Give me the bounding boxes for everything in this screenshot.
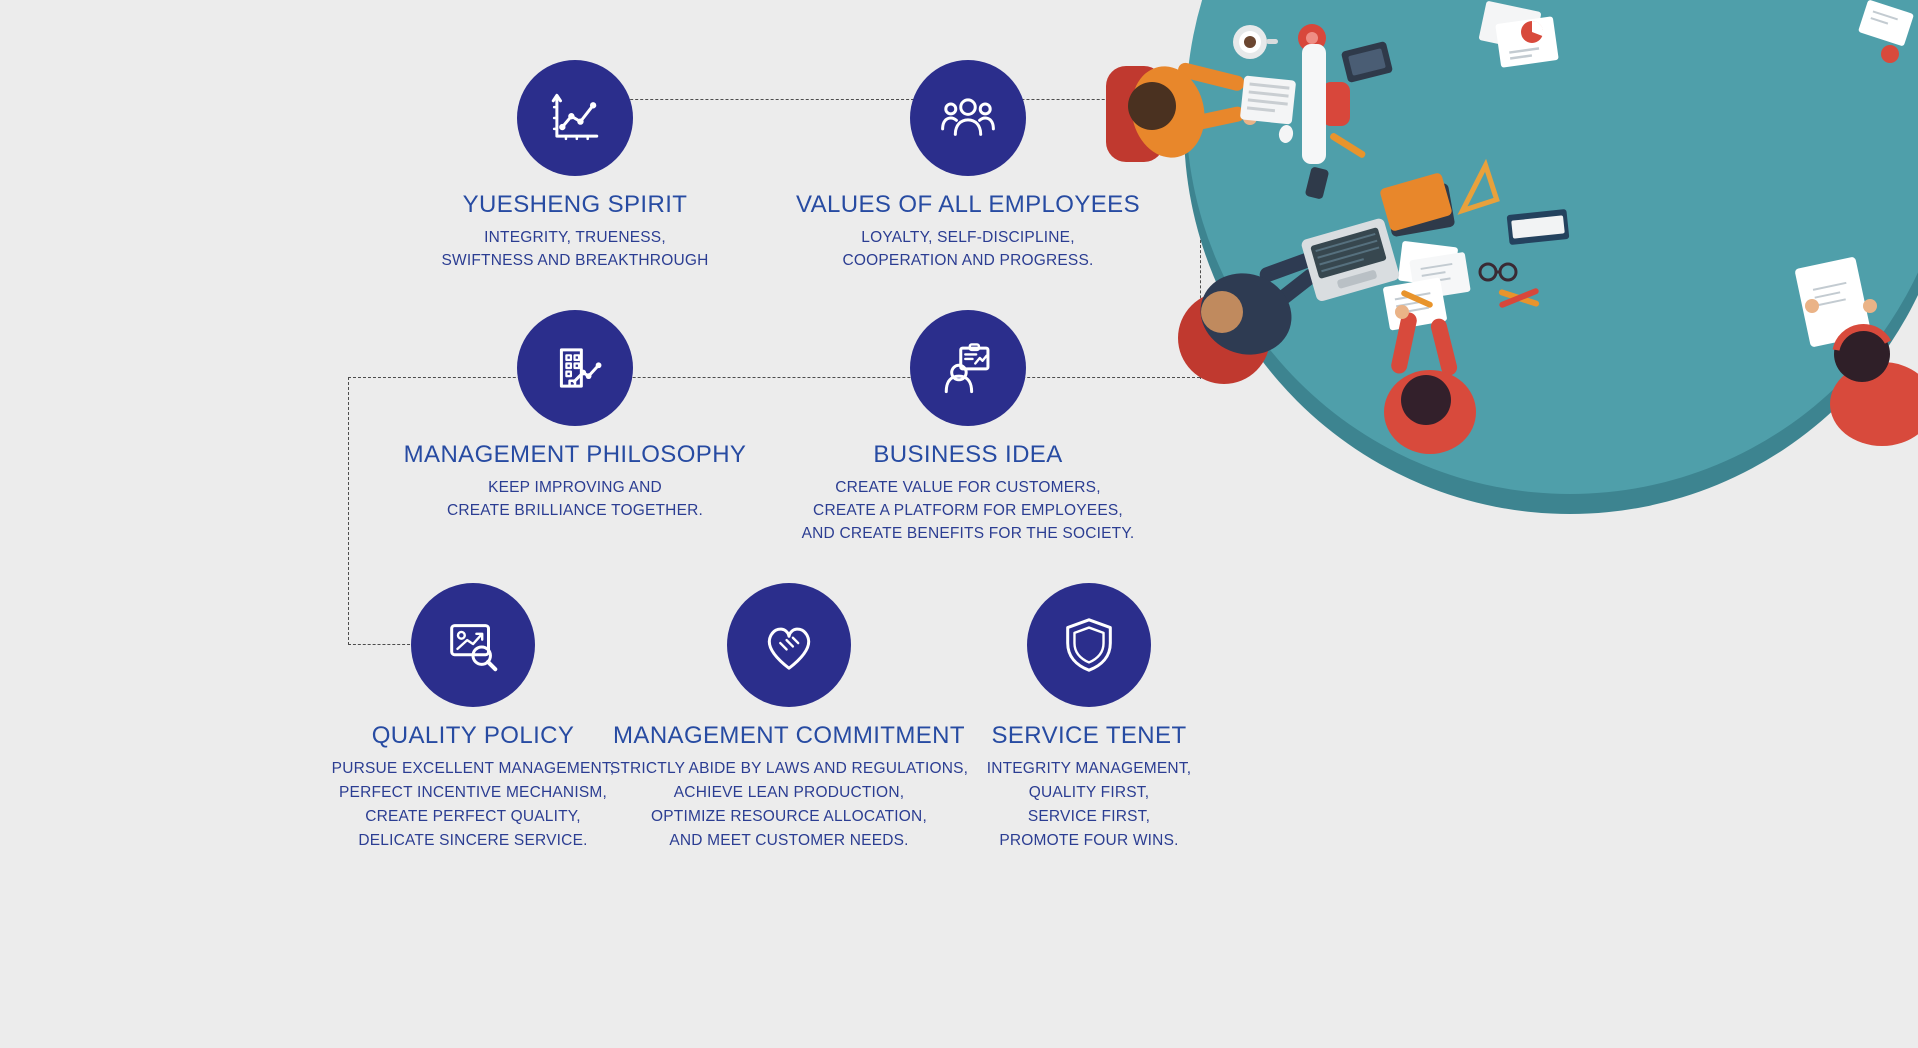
connector-line [575,99,1200,100]
triangle-ruler [1457,158,1500,215]
phone [1305,167,1329,199]
connector-line [348,377,1200,378]
item-title: BUSINESS IDEA [873,441,1063,468]
tablet [1341,41,1393,83]
folder-stack [1380,173,1455,237]
culture-item-management-commitment: MANAGEMENT COMMITMENT STRICTLY ABIDE BY … [529,583,1049,853]
book [1506,209,1570,245]
presentation-icon [939,339,997,397]
item-description: INTEGRITY, TRUENESS, SWIFTNESS AND BREAK… [441,229,709,269]
coffee-cup [1233,25,1278,59]
item-title: QUALITY POLICY [371,722,575,749]
keyboard [1240,75,1296,125]
monitor-stand [1322,82,1350,126]
quality-policy-badge [411,583,535,707]
monitor [1302,44,1326,164]
culture-item-quality-policy: QUALITY POLICY PURSUE EXCELLENT MANAGEME… [213,583,733,853]
business-idea-badge [910,310,1026,426]
team-icon [939,89,997,147]
item-description: KEEP IMPROVING AND CREATE BRILLIANCE TOG… [446,479,704,519]
item-description: CREATE VALUE FOR CUSTOMERS, CREATE A PLA… [801,479,1135,542]
person-red-writing [1383,277,1476,454]
service-tenet-badge [1027,583,1151,707]
culture-item-yuesheng-spirit: YUESHENG SPIRIT INTEGRITY, TRUENESS, SWI… [315,60,835,272]
growth-chart-icon [546,89,604,147]
culture-item-service-tenet: SERVICE TENET INTEGRITY MANAGEMENT, QUAL… [829,583,1349,853]
table-top [1186,0,1918,494]
item-description: LOYALTY, SELF-DISCIPLINE, COOPERATION AN… [842,229,1094,269]
laptop [1301,218,1400,301]
person-navy-laptop [1178,218,1400,384]
glasses [1478,262,1518,282]
item-title: MANAGEMENT PHILOSOPHY [403,441,747,468]
management-philosophy-badge [517,310,633,426]
item-title: YUESHENG SPIRIT [462,191,688,218]
culture-item-business-idea: BUSINESS IDEA CREATE VALUE FOR CUSTOMERS… [708,310,1228,545]
management-commitment-badge [727,583,851,707]
culture-item-management-philosophy: MANAGEMENT PHILOSOPHY KEEP IMPROVING AND… [315,310,835,522]
item-description: STRICTLY ABIDE BY LAWS AND REGULATIONS, … [609,760,969,849]
item-title: VALUES OF ALL EMPLOYEES [795,191,1140,218]
item-title: MANAGEMENT COMMITMENT [613,722,965,749]
person-orange [1106,44,1350,164]
mouse [1278,125,1294,143]
item-title: SERVICE TENET [991,722,1187,749]
building-trend-icon [546,339,602,397]
meeting-illustration [1106,0,1918,514]
handshake-heart-icon [758,614,820,676]
person-red-reading [1795,257,1918,446]
values-badge [910,60,1026,176]
report-papers [1479,1,1559,68]
pencil [1330,132,1366,158]
quality-inspection-icon [442,614,504,676]
shield-icon [1058,614,1120,676]
connector-line [348,377,349,645]
crossed-pencils [1498,288,1540,308]
item-description: INTEGRITY MANAGEMENT, QUALITY FIRST, SER… [986,760,1192,849]
culture-item-values-of-all-employees: VALUES OF ALL EMPLOYEES LOYALTY, SELF-DI… [708,60,1228,272]
yuesheng-spirit-badge [517,60,633,176]
corner-papers [1858,0,1914,63]
item-description: PURSUE EXCELLENT MANAGEMENT, PERFECT INC… [331,760,615,849]
